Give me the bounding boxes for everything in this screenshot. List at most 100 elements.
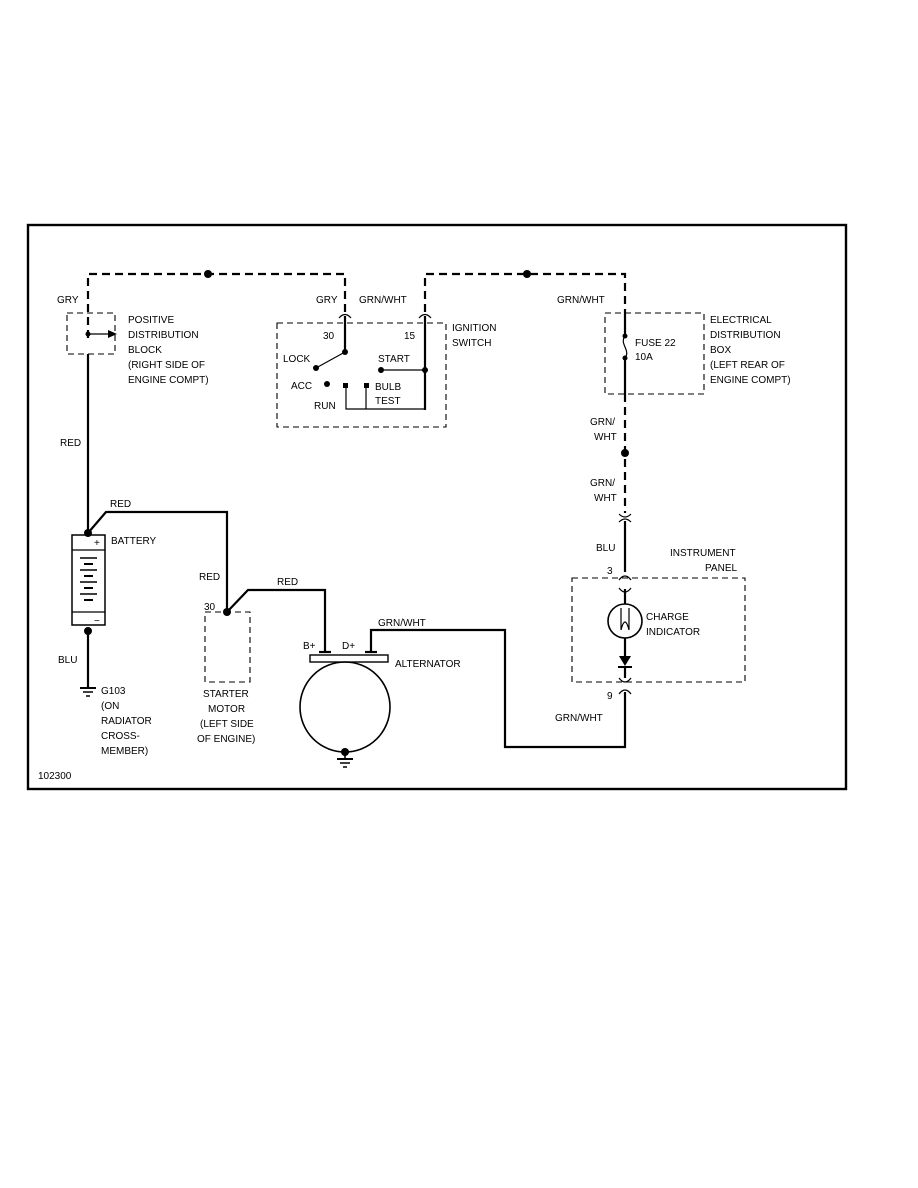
battery-cells [80,557,97,601]
svg-text:GRN/: GRN/ [590,478,615,489]
ground-icon [337,752,353,768]
svg-text:STARTER: STARTER [203,689,249,700]
svg-text:CHARGE: CHARGE [646,612,689,623]
connector-icon [618,513,632,518]
svg-text:SWITCH: SWITCH [452,338,491,349]
svg-text:START: START [378,354,410,365]
switch-contact [343,383,348,388]
svg-text:G103: G103 [101,686,126,697]
splice-dot [204,270,212,278]
splice-dot [523,270,531,278]
alternator-terminal-plate [309,654,389,663]
svg-text:BULB: BULB [375,382,401,393]
battery-plus: + [94,538,100,549]
svg-text:ELECTRICAL: ELECTRICAL [710,315,772,326]
svg-text:RADIATOR: RADIATOR [101,716,152,727]
splice-dot [85,331,91,337]
electrical-distribution-box [604,312,705,395]
arrow-icon [108,330,117,338]
connector-icon [618,677,632,683]
battery-minus: − [94,616,100,627]
connector-icon [618,518,632,523]
ground-icon [80,687,96,697]
gry-feed-wire [86,272,347,338]
wire-label-grn-wht: GRN/WHT [557,295,605,306]
wire-label-red: RED [277,577,298,588]
svg-text:GRN/: GRN/ [590,417,615,428]
svg-text:ACC: ACC [291,381,312,392]
svg-text:MEMBER): MEMBER) [101,746,148,757]
svg-text:PANEL: PANEL [705,563,737,574]
b-plus-label: B+ [303,641,316,652]
svg-text:RUN: RUN [314,401,336,412]
fuse-label: FUSE 22 [635,338,676,349]
svg-text:INDICATOR: INDICATOR [646,627,700,638]
wire-label-red: RED [60,438,81,449]
svg-text:(LEFT REAR OF: (LEFT REAR OF [710,360,785,371]
starter-pin-30: 30 [204,602,216,613]
diagram-id: 102300 [38,771,72,782]
svg-text:ENGINE COMPT): ENGINE COMPT) [128,375,209,386]
wire-label-gry: GRY [316,295,338,306]
svg-text:(LEFT SIDE: (LEFT SIDE [200,719,254,730]
svg-text:LOCK: LOCK [283,354,311,365]
svg-text:DISTRIBUTION: DISTRIBUTION [710,330,781,341]
lamp-icon [620,608,630,631]
splice-dot [621,449,629,457]
wire-label-red: RED [199,572,220,583]
pin-15: 15 [404,331,416,342]
d-plus-label: D+ [342,641,355,652]
pin-3: 3 [607,566,613,577]
wire-label-grn-wht: GRN/WHT [359,295,407,306]
svg-text:TEST: TEST [375,396,401,407]
pin-9: 9 [607,691,613,702]
switch-contact [324,381,330,387]
lamp-icon [607,603,643,639]
charge-indicator-label: CHARGE INDICATOR [646,612,700,638]
splice-dot [422,367,428,373]
connector-icon [338,313,352,319]
svg-text:DISTRIBUTION: DISTRIBUTION [128,330,199,341]
grn-wht-wire [369,628,627,749]
svg-text:IGNITION: IGNITION [452,323,496,334]
wire-label-grn-wht: GRN/WHT [555,713,603,724]
wire-label-blu: BLU [596,543,615,554]
switch-blade [315,351,346,369]
positive-distribution-block [66,312,116,355]
switch-jumper [345,388,425,410]
svg-text:MOTOR: MOTOR [208,704,245,715]
connector-icon [418,313,432,319]
fuse-rating: 10A [635,352,653,363]
instrument-panel-box [571,577,746,683]
wire-label-gry: GRY [57,295,79,306]
switch-contact [313,365,319,371]
ignition-switch-label: IGNITION SWITCH [452,323,496,349]
svg-text:WHT: WHT [594,432,617,443]
positive-block-label: POSITIVE DISTRIBUTION BLOCK (RIGHT SIDE … [128,315,209,386]
svg-text:POSITIVE: POSITIVE [128,315,174,326]
wire-label-blu: BLU [58,655,77,666]
svg-text:BLOCK: BLOCK [128,345,162,356]
red-wire [226,588,327,652]
svg-text:BOX: BOX [710,345,731,356]
svg-text:OF ENGINE): OF ENGINE) [197,734,255,745]
battery-label: BATTERY [111,536,157,547]
ground-label: G103 (ON RADIATOR CROSS- MEMBER) [101,686,152,757]
alternator-icon [299,661,391,753]
distribution-box-label: ELECTRICAL DISTRIBUTION BOX (LEFT REAR O… [710,315,791,386]
svg-text:(ON: (ON [101,701,119,712]
pin-30: 30 [323,331,335,342]
fuse-icon [622,335,628,359]
starter-motor-label: STARTER MOTOR (LEFT SIDE OF ENGINE) [197,689,255,745]
alternator-label: ALTERNATOR [395,659,461,670]
svg-text:INSTRUMENT: INSTRUMENT [670,548,736,559]
wire-label-grn-wht: GRN/WHT [378,618,426,629]
ignition-switch-box [276,322,447,428]
switch-contact [364,383,369,388]
connector-icon [618,689,632,695]
svg-text:ENGINE COMPT): ENGINE COMPT) [710,375,791,386]
wire-label-red: RED [110,499,131,510]
connector-icon [618,575,632,581]
svg-text:CROSS-: CROSS- [101,731,140,742]
